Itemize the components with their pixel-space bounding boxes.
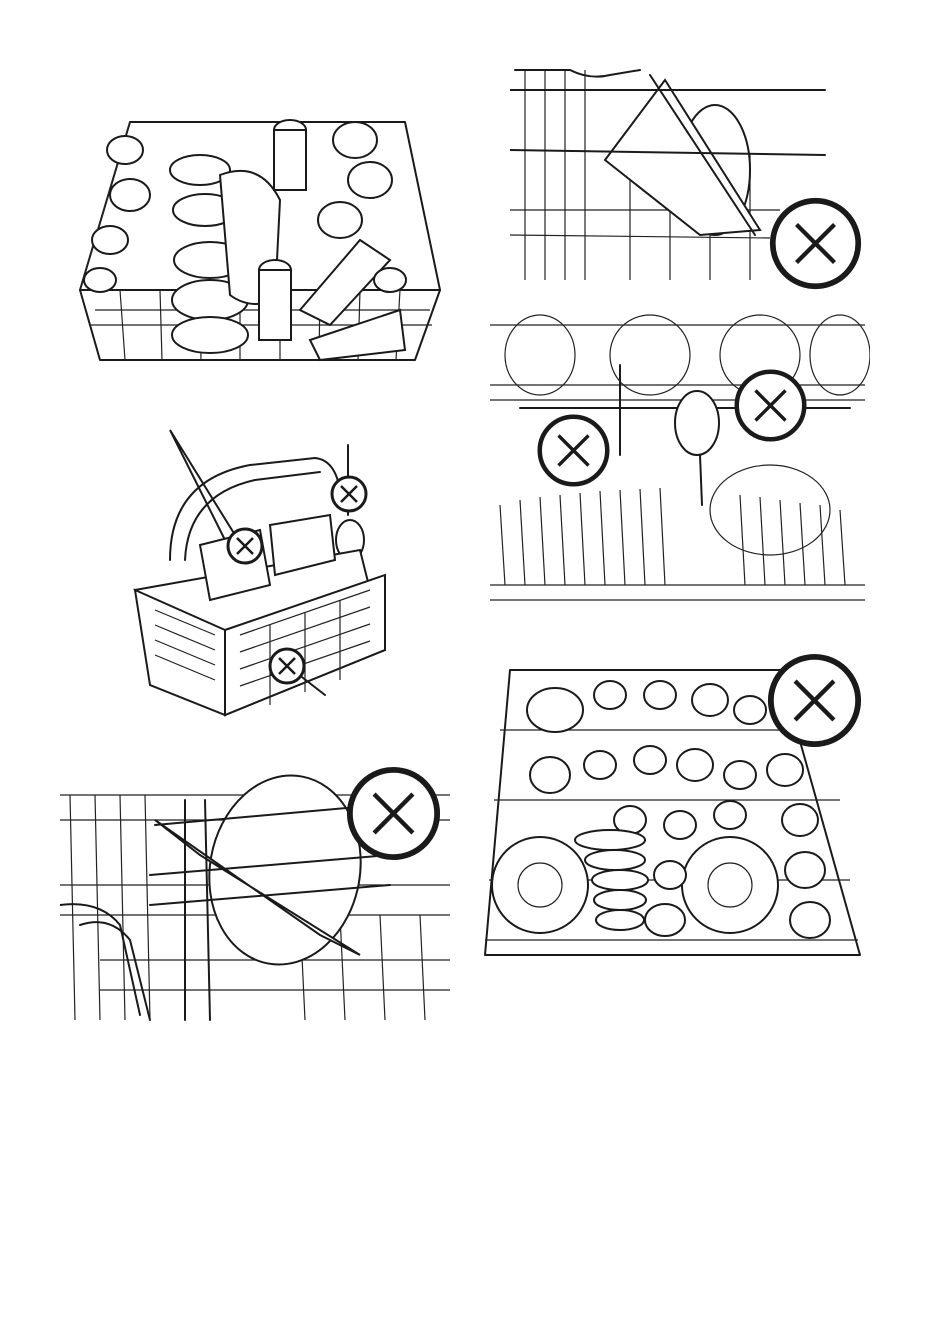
wrong-x-icon <box>733 368 808 443</box>
wrong-x-icon <box>766 652 863 749</box>
overloaded-basket-figure <box>480 650 865 965</box>
wrong-x-icon <box>768 196 863 291</box>
wrong-x-icon <box>225 526 265 566</box>
cutlery-basket-figure <box>130 420 390 740</box>
loaded-upper-basket-illustration <box>70 110 455 375</box>
wrong-x-icon <box>267 646 307 686</box>
rack-blocked-plate-figure <box>510 60 865 300</box>
wrong-x-icon <box>329 474 369 514</box>
spray-arm-blocked-figure <box>490 305 870 610</box>
lower-rack-plate-figure <box>60 765 450 1025</box>
cutlery-basket-illustration <box>130 420 390 740</box>
wrong-x-icon <box>345 765 442 862</box>
upper-basket-figure <box>70 110 455 375</box>
wrong-x-icon <box>536 413 611 488</box>
